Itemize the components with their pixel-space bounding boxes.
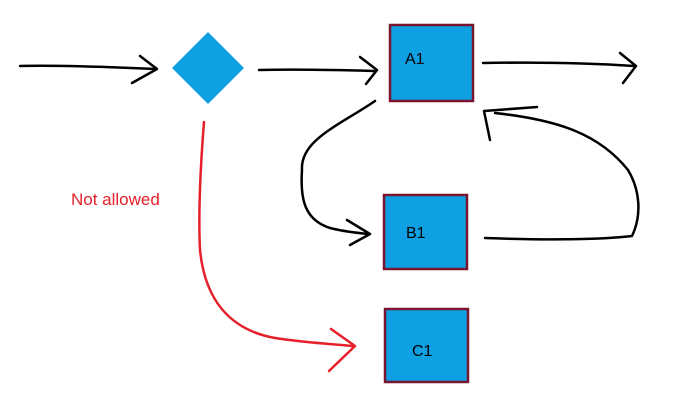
forbidden-arrow <box>198 120 357 373</box>
a1-to-b1-arrow <box>300 99 377 247</box>
decision-to-a1-arrow <box>257 55 379 86</box>
node-c1: C1 <box>383 307 470 384</box>
node-a1: A1 <box>388 23 475 103</box>
decision-diamond <box>172 32 244 104</box>
not-allowed-label: Not allowed <box>71 190 160 209</box>
node-a1-label: A1 <box>405 51 425 68</box>
node-c1-box <box>383 307 470 384</box>
node-a1-box <box>388 23 475 103</box>
node-c1-label: C1 <box>412 343 433 360</box>
entry-arrow <box>18 54 159 85</box>
node-b1-box <box>382 193 469 271</box>
b1-to-a1-loop-arrow <box>482 105 640 241</box>
node-b1-label: B1 <box>406 225 426 242</box>
node-b1: B1 <box>382 193 469 271</box>
a1-exit-arrow <box>481 51 638 85</box>
